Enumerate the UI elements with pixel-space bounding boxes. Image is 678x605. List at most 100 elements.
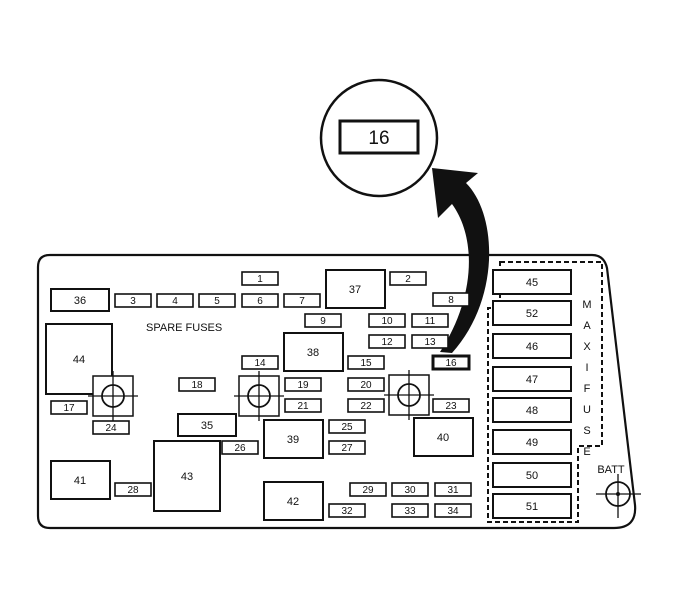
svg-text:21: 21 (297, 401, 309, 412)
fuse-3: 3 (114, 293, 152, 308)
svg-text:E: E (583, 446, 590, 458)
maxi-fuse-52: 52 (492, 300, 572, 326)
svg-text:S: S (583, 425, 590, 437)
svg-text:10: 10 (381, 316, 393, 327)
fuse-19: 19 (284, 377, 322, 392)
svg-text:4: 4 (172, 296, 178, 307)
fuse-33: 33 (391, 503, 429, 518)
spare-fuses-label: SPARE FUSES (146, 322, 222, 334)
relay-43: 43 (153, 440, 221, 512)
relay-41: 41 (50, 460, 111, 500)
svg-text:5: 5 (214, 296, 220, 307)
svg-text:18: 18 (191, 380, 203, 391)
maxi-fuse-51: 51 (492, 493, 572, 519)
fuse-26: 26 (221, 440, 259, 455)
svg-text:26: 26 (234, 443, 246, 454)
svg-text:U: U (583, 404, 591, 416)
svg-text:6: 6 (257, 296, 263, 307)
maxi-fuse-47: 47 (492, 366, 572, 392)
svg-text:45: 45 (526, 277, 538, 289)
svg-text:41: 41 (74, 475, 86, 487)
relay-40: 40 (413, 417, 474, 457)
fuse-32: 32 (328, 503, 366, 518)
relay-42: 42 (263, 481, 324, 521)
svg-text:14: 14 (254, 358, 266, 369)
svg-text:1: 1 (257, 274, 263, 285)
svg-text:50: 50 (526, 470, 538, 482)
relay-39: 39 (263, 419, 324, 459)
fuse-29: 29 (349, 482, 387, 497)
svg-text:I: I (585, 362, 588, 374)
fuse-24: 24 (92, 420, 130, 435)
svg-text:15: 15 (360, 358, 372, 369)
svg-text:38: 38 (307, 347, 319, 359)
svg-text:X: X (583, 341, 591, 353)
svg-text:30: 30 (404, 485, 416, 496)
fuse-21: 21 (284, 398, 322, 413)
svg-text:47: 47 (526, 374, 538, 386)
svg-text:A: A (583, 320, 591, 332)
fuse-30: 30 (391, 482, 429, 497)
fuse-35: 35 (177, 413, 237, 437)
battery-terminal (596, 474, 641, 518)
svg-text:19: 19 (297, 380, 309, 391)
svg-text:34: 34 (447, 506, 459, 517)
svg-text:3: 3 (130, 296, 136, 307)
fuse-1: 1 (241, 271, 279, 286)
fuse-31: 31 (434, 482, 472, 497)
fuse-9: 9 (304, 313, 342, 328)
fuse-18: 18 (178, 377, 216, 392)
maxi-fuse-45: 45 (492, 269, 572, 295)
fuse-5: 5 (198, 293, 236, 308)
fuse-20: 20 (347, 377, 385, 392)
fuse-2: 2 (389, 271, 427, 286)
svg-text:M: M (582, 299, 591, 311)
svg-text:31: 31 (447, 485, 459, 496)
svg-text:32: 32 (341, 506, 353, 517)
svg-text:35: 35 (201, 420, 213, 432)
svg-text:17: 17 (63, 403, 75, 414)
maxi-fuse-50: 50 (492, 462, 572, 488)
svg-text:42: 42 (287, 496, 299, 508)
mount-bolt-left (88, 371, 138, 421)
svg-text:16: 16 (445, 358, 457, 369)
maxi-fuse-48: 48 (492, 397, 572, 423)
fuse-7: 7 (283, 293, 321, 308)
fuse-12: 12 (368, 334, 406, 349)
fuse-34: 34 (434, 503, 472, 518)
svg-text:52: 52 (526, 308, 538, 320)
maxi-fuse-46: 46 (492, 333, 572, 359)
callout-fuse-box (338, 119, 420, 155)
fuse-27: 27 (328, 440, 366, 455)
svg-text:27: 27 (341, 443, 353, 454)
fuse-25: 25 (328, 419, 366, 434)
svg-text:36: 36 (74, 295, 86, 307)
callout-fuse-label: 16 (368, 128, 389, 149)
svg-text:23: 23 (445, 401, 457, 412)
fuse-23: 23 (432, 398, 470, 413)
fuse-28: 28 (114, 482, 152, 497)
svg-text:11: 11 (425, 316, 436, 327)
svg-text:13: 13 (424, 337, 436, 348)
fuse-14: 14 (241, 355, 279, 370)
fuse-13: 13 (411, 334, 449, 349)
fuse-10: 10 (368, 313, 406, 328)
svg-text:9: 9 (320, 316, 326, 327)
fuse-36: 36 (50, 288, 110, 312)
svg-text:29: 29 (362, 485, 374, 496)
svg-text:F: F (584, 383, 591, 395)
svg-text:2: 2 (405, 274, 411, 285)
svg-text:40: 40 (437, 432, 449, 444)
fuse-11: 11 (411, 313, 449, 328)
svg-text:39: 39 (287, 434, 299, 446)
svg-text:33: 33 (404, 506, 416, 517)
fuse-15: 15 (347, 355, 385, 370)
svg-text:8: 8 (448, 295, 454, 306)
svg-text:37: 37 (349, 284, 361, 296)
svg-text:22: 22 (360, 401, 372, 412)
fuse-6: 6 (241, 293, 279, 308)
svg-text:46: 46 (526, 341, 538, 353)
relay-37: 37 (325, 269, 386, 309)
svg-text:49: 49 (526, 437, 538, 449)
